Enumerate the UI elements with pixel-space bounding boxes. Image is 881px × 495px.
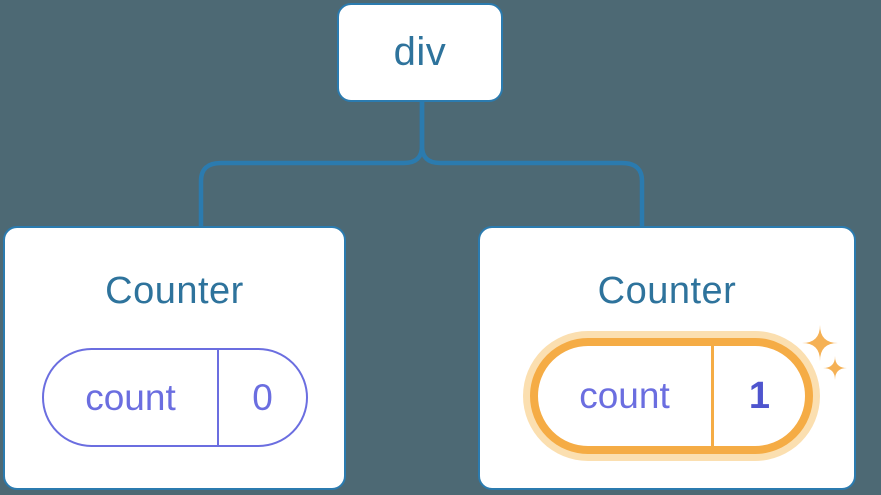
counter-title: Counter bbox=[597, 270, 737, 312]
state-value-cell: 1 bbox=[714, 346, 805, 446]
state-key-label: count bbox=[579, 375, 670, 416]
root-node-label: div bbox=[393, 30, 447, 74]
state-pill-highlighted: count 1 bbox=[530, 338, 813, 454]
state-value: 1 bbox=[748, 374, 771, 417]
state-key-cell: count bbox=[538, 346, 714, 446]
counter-title: Counter bbox=[105, 270, 244, 312]
counter-node-left: Counter count 0 bbox=[3, 226, 346, 490]
counter-node-right: Counter count 1 bbox=[478, 226, 856, 490]
state-value: 0 bbox=[252, 376, 273, 418]
state-key-cell: count bbox=[44, 350, 219, 445]
root-node-div: div bbox=[337, 3, 503, 102]
state-value-cell: 0 bbox=[219, 350, 306, 445]
state-pill: count 0 bbox=[42, 348, 308, 447]
state-key-label: count bbox=[85, 376, 176, 418]
